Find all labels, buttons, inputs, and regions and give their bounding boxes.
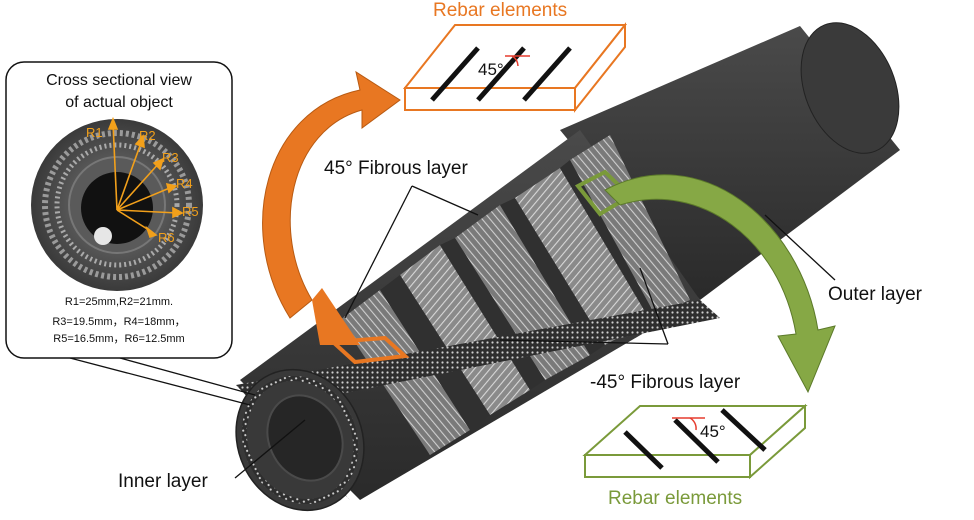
rebar-line: [720, 408, 767, 452]
angle-label-bottom: 45°: [700, 422, 726, 441]
inner-layer-label: Inner layer: [118, 471, 208, 492]
radius-arrows: [107, 116, 184, 239]
radius-label-r1: R1: [86, 125, 103, 140]
radius-label-r3: R3: [162, 150, 179, 165]
outer-layer-label: Outer layer: [828, 284, 922, 305]
radius-label-r4: R4: [176, 176, 193, 191]
rebar-line: [430, 46, 480, 102]
inset-title-line2: of actual object: [65, 94, 173, 111]
radius-label-r2: R2: [139, 128, 156, 143]
inset-spec-line2: R3=19.5mm，R4=18mm，: [52, 316, 186, 328]
rebar-label-bottom: Rebar elements: [608, 488, 743, 509]
fibrous-layer-neg-label: -45° Fibrous layer: [590, 372, 741, 393]
inset-title-line1: Cross sectional view: [46, 72, 192, 89]
inset-spec-line3: R5=16.5mm，R6=12.5mm: [53, 333, 185, 345]
front-end-ring: [235, 368, 365, 512]
rebar-label-top: Rebar elements: [433, 0, 568, 21]
radius-label-r6: R6: [158, 230, 175, 245]
rebar-box-bottom: [582, 403, 808, 480]
cross-section-inset: [5, 61, 233, 359]
leader-lines: [69, 185, 836, 479]
green-curved-arrow: [604, 174, 836, 394]
rebar-box-top: [402, 22, 628, 113]
inset-spec-line1: R1=25mm,R2=21mm.: [64, 296, 174, 308]
orange-element-marker: [328, 335, 410, 365]
angle-label-top: 45°: [478, 60, 504, 79]
rebar-line: [623, 430, 664, 470]
rebar-line: [673, 418, 720, 464]
fibrous-layer-pos-label: 45° Fibrous layer: [324, 158, 468, 179]
orange-curved-arrow: [262, 70, 401, 345]
rebar-line: [522, 46, 572, 102]
radius-label-r5: R5: [182, 204, 199, 219]
